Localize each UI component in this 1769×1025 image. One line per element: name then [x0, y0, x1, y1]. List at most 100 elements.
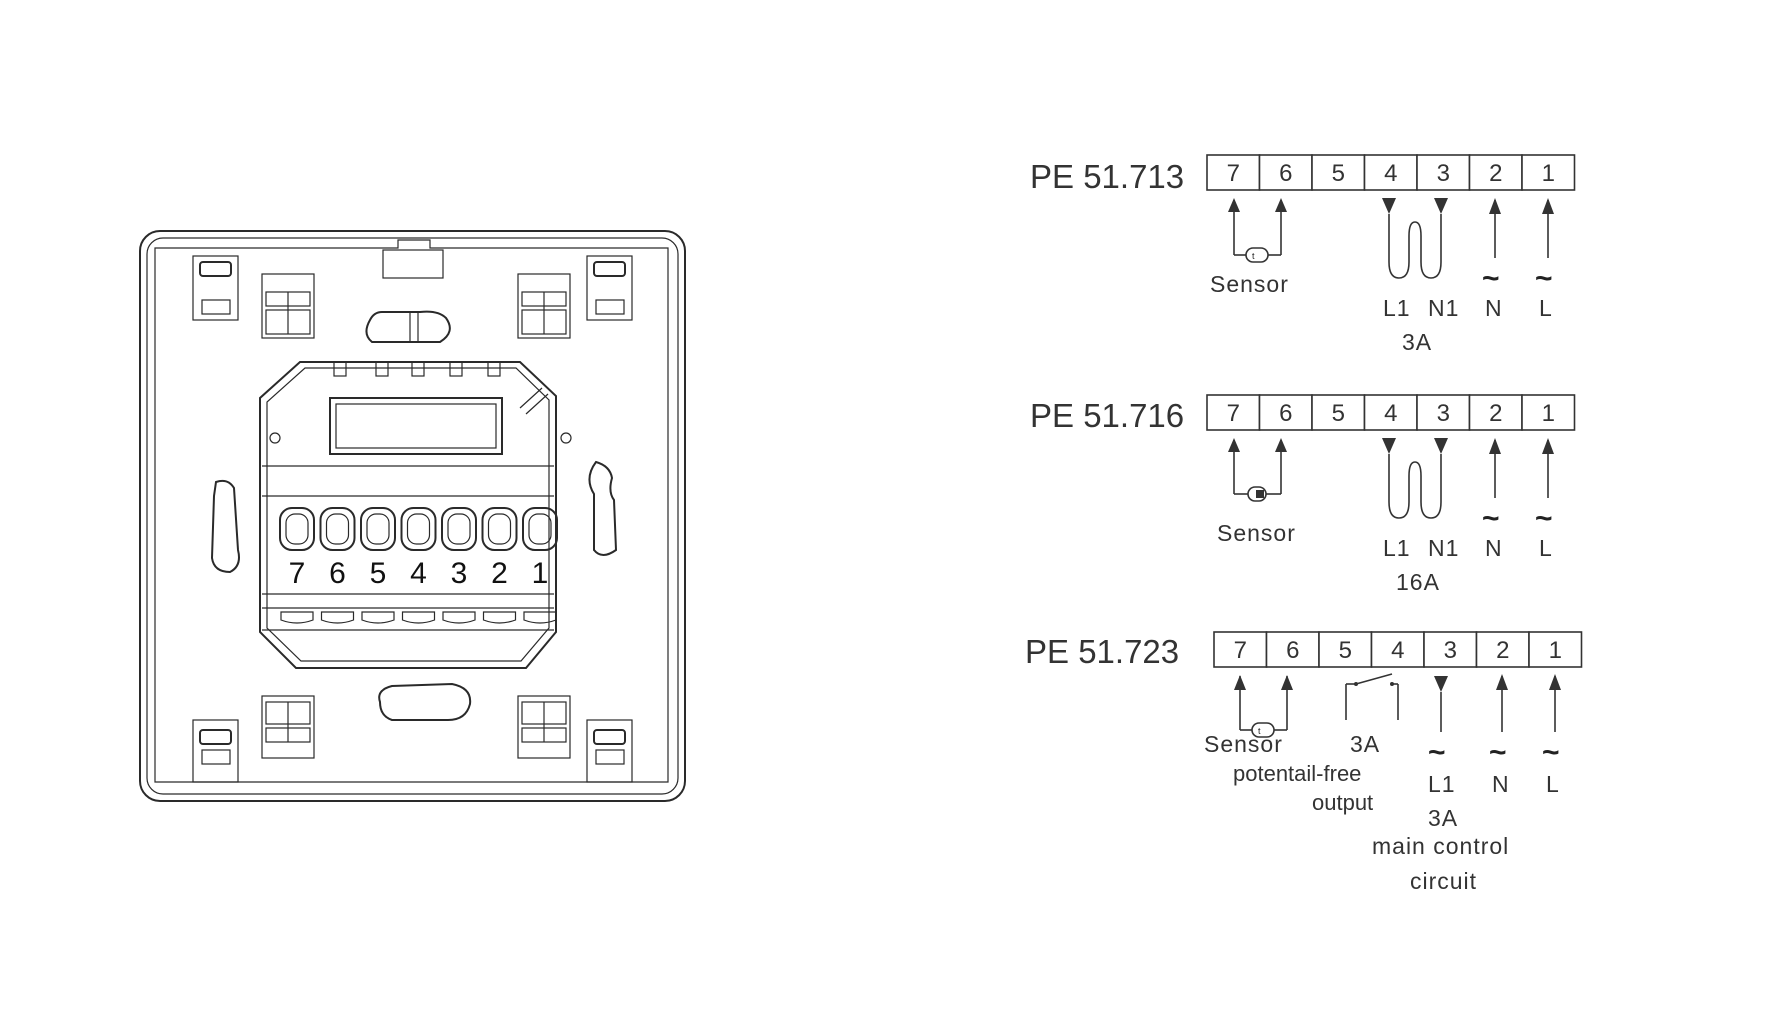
terminal-cell — [1468, 154, 1523, 191]
ac-symbol-l: ~ — [1535, 262, 1553, 295]
output-label-line1: potentail-free — [1233, 761, 1361, 786]
mounting-plate — [154, 239, 669, 783]
terminal-cell-number: 6 — [1279, 160, 1292, 187]
latch-bottom-right — [517, 695, 571, 759]
terminal-cell-number: 2 — [1489, 160, 1502, 187]
terminal-cell — [1265, 631, 1320, 668]
wire-entry-slot — [280, 611, 314, 624]
terminal-bottom-slots — [280, 611, 557, 624]
wire-entry-slot — [361, 611, 395, 624]
corner-clip-top-left — [192, 255, 239, 321]
terminal-cell-number: 3 — [1444, 637, 1457, 664]
ac-symbol-n: ~ — [1489, 736, 1507, 769]
sensor-label: Sensor — [1210, 271, 1289, 297]
terminal-cell — [1318, 631, 1373, 668]
load-label-l1: L1 — [1383, 295, 1411, 321]
supply-label-n: N — [1492, 771, 1510, 797]
terminal-cell-number: 1 — [1549, 637, 1562, 664]
terminal-cell — [1363, 154, 1418, 191]
supply-connection — [1489, 438, 1554, 498]
terminal-number: 2 — [491, 557, 508, 590]
terminal-number: 7 — [289, 557, 306, 590]
terminal-cell-number: 1 — [1542, 160, 1555, 187]
terminal-cell — [1416, 394, 1471, 431]
terminal-cell — [1311, 394, 1366, 431]
screw-slot-top — [365, 310, 451, 343]
screw-terminal — [481, 507, 518, 551]
supply-label-n: N — [1485, 535, 1503, 561]
model-title: PE 51.713 — [1030, 158, 1184, 195]
terminal-cell — [1258, 394, 1313, 431]
screw-terminal — [441, 507, 477, 551]
corner-clip-top-right — [586, 255, 633, 321]
output-rating: 3A — [1350, 731, 1380, 757]
terminal-cell-number: 6 — [1279, 400, 1292, 427]
terminal-cell-number: 2 — [1489, 400, 1502, 427]
svg-text:t: t — [1252, 251, 1255, 261]
sensor-label: Sensor — [1204, 731, 1283, 757]
terminal-cell-number: 7 — [1227, 400, 1240, 427]
terminal-number: 5 — [370, 557, 387, 590]
main-label-line1: main control — [1372, 833, 1509, 859]
corner-clip-bottom-left — [192, 719, 239, 783]
load-label-l1: L1 — [1383, 535, 1411, 561]
latch-top-right — [517, 273, 571, 339]
terminal-number: 3 — [451, 557, 468, 590]
svg-text:t: t — [1258, 726, 1261, 736]
terminal-number: 6 — [329, 557, 346, 590]
screw-terminal — [360, 507, 396, 551]
ac-symbol-n: ~ — [1482, 502, 1500, 535]
terminal-cell-number: 4 — [1391, 637, 1404, 664]
terminal-cell-number: 5 — [1339, 637, 1352, 664]
supply-label-l: L — [1539, 295, 1553, 321]
terminal-cell-number: 6 — [1286, 637, 1299, 664]
terminal-cell-number: 3 — [1437, 160, 1450, 187]
wire-entry-slot — [320, 611, 355, 624]
terminal-cell — [1528, 631, 1583, 668]
terminal-cell-number: 5 — [1332, 400, 1345, 427]
screw-terminal — [319, 507, 356, 551]
terminal-cell — [1206, 154, 1261, 191]
terminal-module — [259, 361, 557, 669]
screw-slot-left — [210, 479, 240, 574]
load-label-n1: N1 — [1428, 535, 1459, 561]
terminal-strip: 7 6 5 4 3 2 1 — [1213, 631, 1583, 668]
sensor-icon — [1247, 486, 1267, 502]
terminal-cell — [1370, 631, 1425, 668]
screw-slot-bottom — [378, 682, 472, 721]
screw-terminal — [279, 507, 315, 551]
sensor-connection: t — [1228, 198, 1287, 263]
terminal-cell-number: 2 — [1496, 637, 1509, 664]
ac-symbol-l: ~ — [1535, 502, 1553, 535]
screw-terminal — [522, 507, 558, 551]
screw-head — [285, 513, 309, 545]
terminal-number: 4 — [410, 557, 427, 590]
main-label-line2: circuit — [1410, 868, 1477, 894]
terminal-cell — [1206, 394, 1261, 431]
sensor-icon — [1245, 247, 1269, 263]
screw-head — [447, 513, 471, 545]
terminal-cell — [1213, 631, 1268, 668]
latch-bottom-left — [261, 695, 315, 759]
terminal-cell — [1521, 394, 1576, 431]
latch-top-left — [261, 273, 315, 339]
ac-symbol-l1: ~ — [1428, 736, 1446, 769]
terminal-cell-number: 7 — [1234, 637, 1247, 664]
load-rating: 16A — [1396, 569, 1440, 595]
module-window — [329, 397, 503, 455]
sensor-label: Sensor — [1217, 520, 1296, 546]
terminal-cell — [1416, 154, 1471, 191]
terminal-cell-number: 1 — [1542, 400, 1555, 427]
main-rating: 3A — [1428, 805, 1458, 831]
heater-load-symbol — [1382, 438, 1448, 519]
load-label-n1: N1 — [1428, 295, 1459, 321]
terminal-number: 1 — [532, 557, 549, 590]
supply-label-l1: L1 — [1428, 771, 1456, 797]
terminal-cell-number: 4 — [1384, 400, 1397, 427]
supply-label-n: N — [1485, 295, 1503, 321]
terminal-cell-number: 3 — [1437, 400, 1450, 427]
